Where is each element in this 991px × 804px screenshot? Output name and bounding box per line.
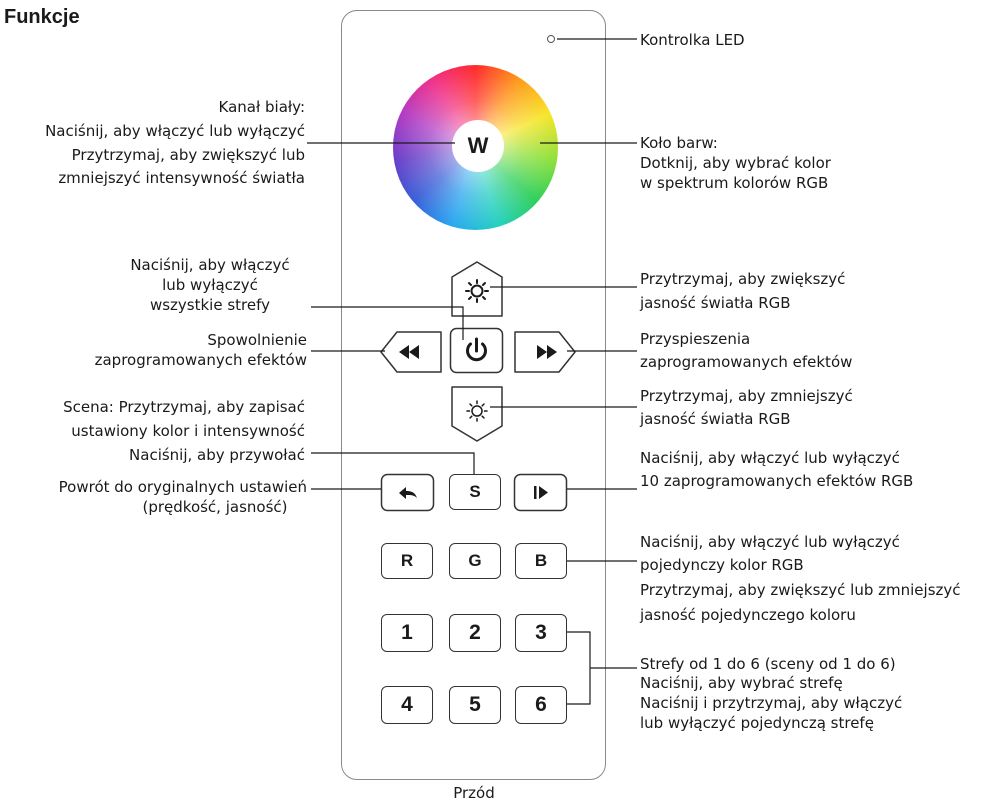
label-back-2: (prędkość, jasność) — [142, 498, 288, 516]
label-single-3: Przytrzymaj, aby zwiększyć lub zmniejszy… — [640, 581, 961, 599]
caption: Przód — [453, 784, 495, 802]
label-zones-1: Strefy od 1 do 6 (sceny od 1 do 6) — [640, 655, 896, 673]
label-back-1: Powrót do oryginalnych ustawień — [58, 478, 307, 496]
rewind-icon — [399, 345, 419, 359]
power-icon — [466, 337, 487, 362]
label-single-4: jasność pojedynczego koloru — [640, 606, 856, 624]
red-button[interactable]: R — [381, 543, 433, 579]
label-fast-1: Przyspieszenia — [640, 330, 751, 348]
page-title: Funkcje — [4, 6, 80, 28]
brightness-up-button[interactable] — [449, 259, 505, 321]
speed-up-button[interactable] — [513, 330, 577, 374]
label-slow-2: zaprogramowanych efektów — [94, 351, 307, 369]
label-scene-2: ustawiony kolor i intensywność — [71, 422, 305, 440]
sun-icon — [465, 279, 489, 303]
label-fast-2: zaprogramowanych efektów — [640, 353, 853, 371]
zone-button-5[interactable]: 5 — [449, 686, 501, 724]
label-wheel-1: Koło barw: — [640, 134, 718, 152]
zone-button-4[interactable]: 4 — [381, 686, 433, 724]
zone-button-1[interactable]: 1 — [381, 614, 433, 652]
label-white-1: Kanał biały: — [218, 98, 305, 116]
label-white-4: zmniejszyć intensywność światła — [58, 169, 305, 187]
scene-button[interactable]: S — [449, 474, 501, 510]
zone-button-3[interactable]: 3 — [515, 614, 567, 652]
play-step-icon — [534, 486, 548, 499]
label-white-2: Naciśnij, aby włączyć lub wyłączyć — [45, 122, 305, 140]
label-zones-3: Naciśnij i przytrzymaj, aby włączyć — [640, 694, 903, 712]
label-single-1: Naciśnij, aby włączyć lub wyłączyć — [640, 533, 900, 551]
white-channel-button[interactable]: W — [452, 120, 504, 172]
label-power-3: wszystkie strefy — [149, 296, 271, 314]
label-white-3: Przytrzymaj, aby zwiększyć lub — [71, 146, 305, 164]
zone-button-6[interactable]: 6 — [515, 686, 567, 724]
label-bright-down-1: Przytrzymaj, aby zmniejszyć — [640, 387, 853, 405]
label-wheel-2: Dotknij, aby wybrać kolor — [640, 154, 831, 172]
led-indicator-icon — [547, 35, 555, 43]
label-slow-1: Spowolnienie — [207, 331, 307, 349]
label-zones-4: lub wyłączyć pojedynczą strefę — [640, 714, 874, 732]
fast-forward-icon — [537, 345, 557, 359]
zone-button-2[interactable]: 2 — [449, 614, 501, 652]
effects-button[interactable] — [513, 473, 569, 513]
brightness-down-button[interactable] — [449, 384, 505, 446]
label-power-2: lub wyłączyć — [162, 276, 258, 294]
power-button[interactable] — [449, 327, 505, 375]
label-led: Kontrolka LED — [640, 31, 745, 49]
label-single-2: pojedynczy kolor RGB — [640, 556, 804, 574]
label-power-1: Naciśnij, aby włączyć — [130, 256, 290, 274]
label-bright-down-2: jasność światła RGB — [640, 410, 791, 428]
sun-outline-icon — [466, 400, 488, 422]
back-arrow-icon — [399, 487, 417, 499]
blue-button[interactable]: B — [515, 543, 567, 579]
green-button[interactable]: G — [449, 543, 501, 579]
label-zones-2: Naciśnij, aby wybrać strefę — [640, 674, 843, 692]
slow-down-button[interactable] — [379, 330, 443, 374]
label-scene-3: Naciśnij, aby przywołać — [129, 446, 305, 464]
label-bright-up-2: jasność światła RGB — [640, 294, 791, 312]
label-effects-1: Naciśnij, aby włączyć lub wyłączyć — [640, 449, 900, 467]
label-bright-up-1: Przytrzymaj, aby zwiększyć — [640, 270, 846, 288]
label-effects-2: 10 zaprogramowanych efektów RGB — [640, 472, 914, 490]
label-scene-1: Scena: Przytrzymaj, aby zapisać — [63, 398, 305, 416]
label-wheel-3: w spektrum kolorów RGB — [640, 174, 829, 192]
back-button[interactable] — [380, 473, 436, 513]
